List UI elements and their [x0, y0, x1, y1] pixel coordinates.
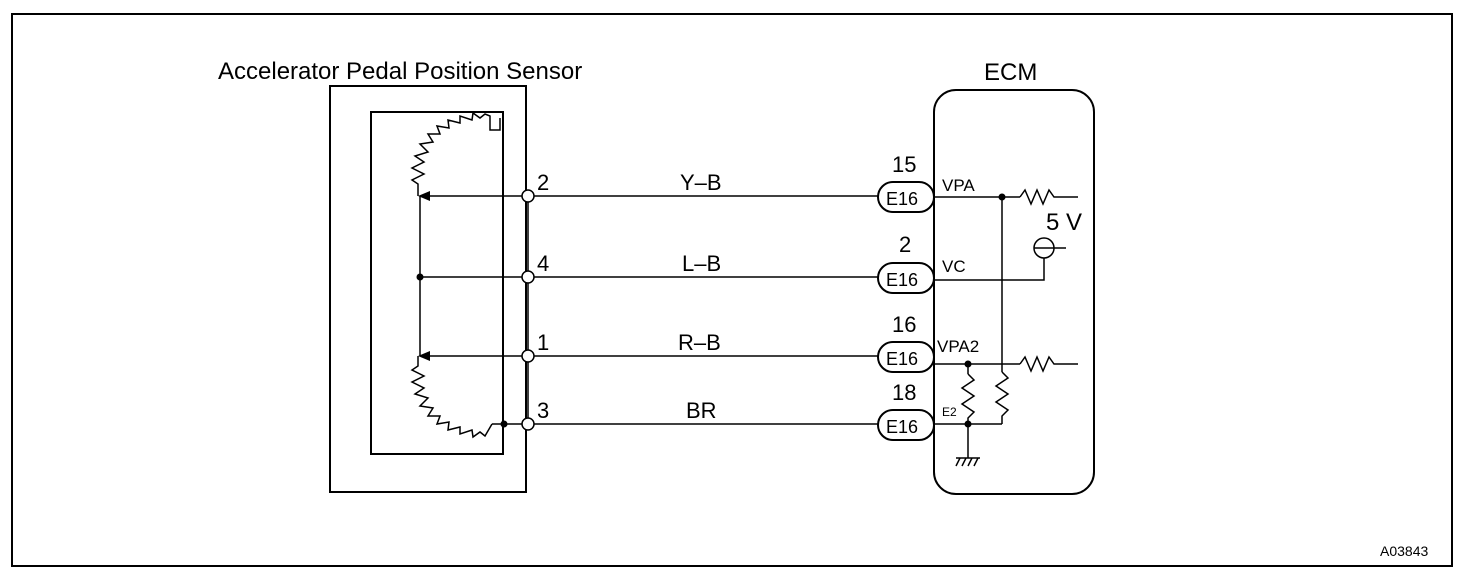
sensor-ground-junction — [500, 420, 508, 428]
connector-label-1: E16 — [886, 189, 918, 209]
diagram-frame — [11, 13, 1453, 567]
wire-color-yb: Y–B — [680, 170, 722, 195]
sensor-pin-label-1: 1 — [537, 330, 549, 355]
ecm-ground-symbol — [955, 457, 980, 467]
connector-label-4: E16 — [886, 417, 918, 437]
terminal-vpa: VPA — [942, 176, 975, 195]
connector-e16-e2 — [877, 409, 935, 441]
terminal-vpa2: VPA2 — [937, 337, 979, 356]
sensor-vc-junction — [416, 273, 424, 281]
sensor-pin-2 — [521, 189, 535, 203]
ecm-box — [933, 89, 1095, 495]
sensor-pin-1 — [521, 349, 535, 363]
lower-resistor-track — [410, 356, 493, 439]
ecm-vpa-pullup-resistor — [1019, 188, 1078, 206]
connector-e16-vpa2 — [877, 341, 935, 373]
sensor-pin-label-2: 2 — [537, 170, 549, 195]
ecm-vpa2-pulldown-resistor — [960, 373, 976, 424]
ecm-title: ECM — [984, 59, 1037, 86]
lower-wiper-arrow — [418, 351, 430, 361]
connector-label-3: E16 — [886, 349, 918, 369]
ecm-5v-label: 5 V — [1046, 209, 1082, 236]
ecm-vpa2-pullup-resistor — [1019, 355, 1078, 373]
sensor-title: Accelerator Pedal Position Sensor — [218, 58, 582, 85]
ecm-pin-15: 15 — [892, 152, 916, 177]
ecm-pin-18: 18 — [892, 380, 916, 405]
figure-id: A03843 — [1380, 543, 1428, 559]
ecm-pin-16: 16 — [892, 312, 916, 337]
ecm-vpa-pulldown-resistor — [994, 371, 1010, 424]
wire-color-lb: L–B — [682, 251, 721, 276]
wire-color-rb: R–B — [678, 330, 721, 355]
terminal-vc: VC — [942, 257, 966, 276]
connector-e16-vc — [877, 262, 935, 294]
upper-resistor-track — [410, 111, 501, 196]
sensor-housing-inner — [370, 111, 504, 455]
sensor-pin-label-4: 4 — [537, 251, 549, 276]
sensor-pin-label-3: 3 — [537, 398, 549, 423]
sensor-housing-outer — [329, 85, 527, 493]
sensor-pin-3 — [521, 417, 535, 431]
sensor-pin-4 — [521, 270, 535, 284]
wire-color-br: BR — [686, 398, 717, 423]
terminal-e2: E2 — [942, 405, 957, 419]
ecm-vc-line — [934, 258, 1045, 281]
connector-label-2: E16 — [886, 270, 918, 290]
ecm-pin-2: 2 — [899, 232, 911, 257]
upper-wiper-arrow — [418, 191, 430, 201]
